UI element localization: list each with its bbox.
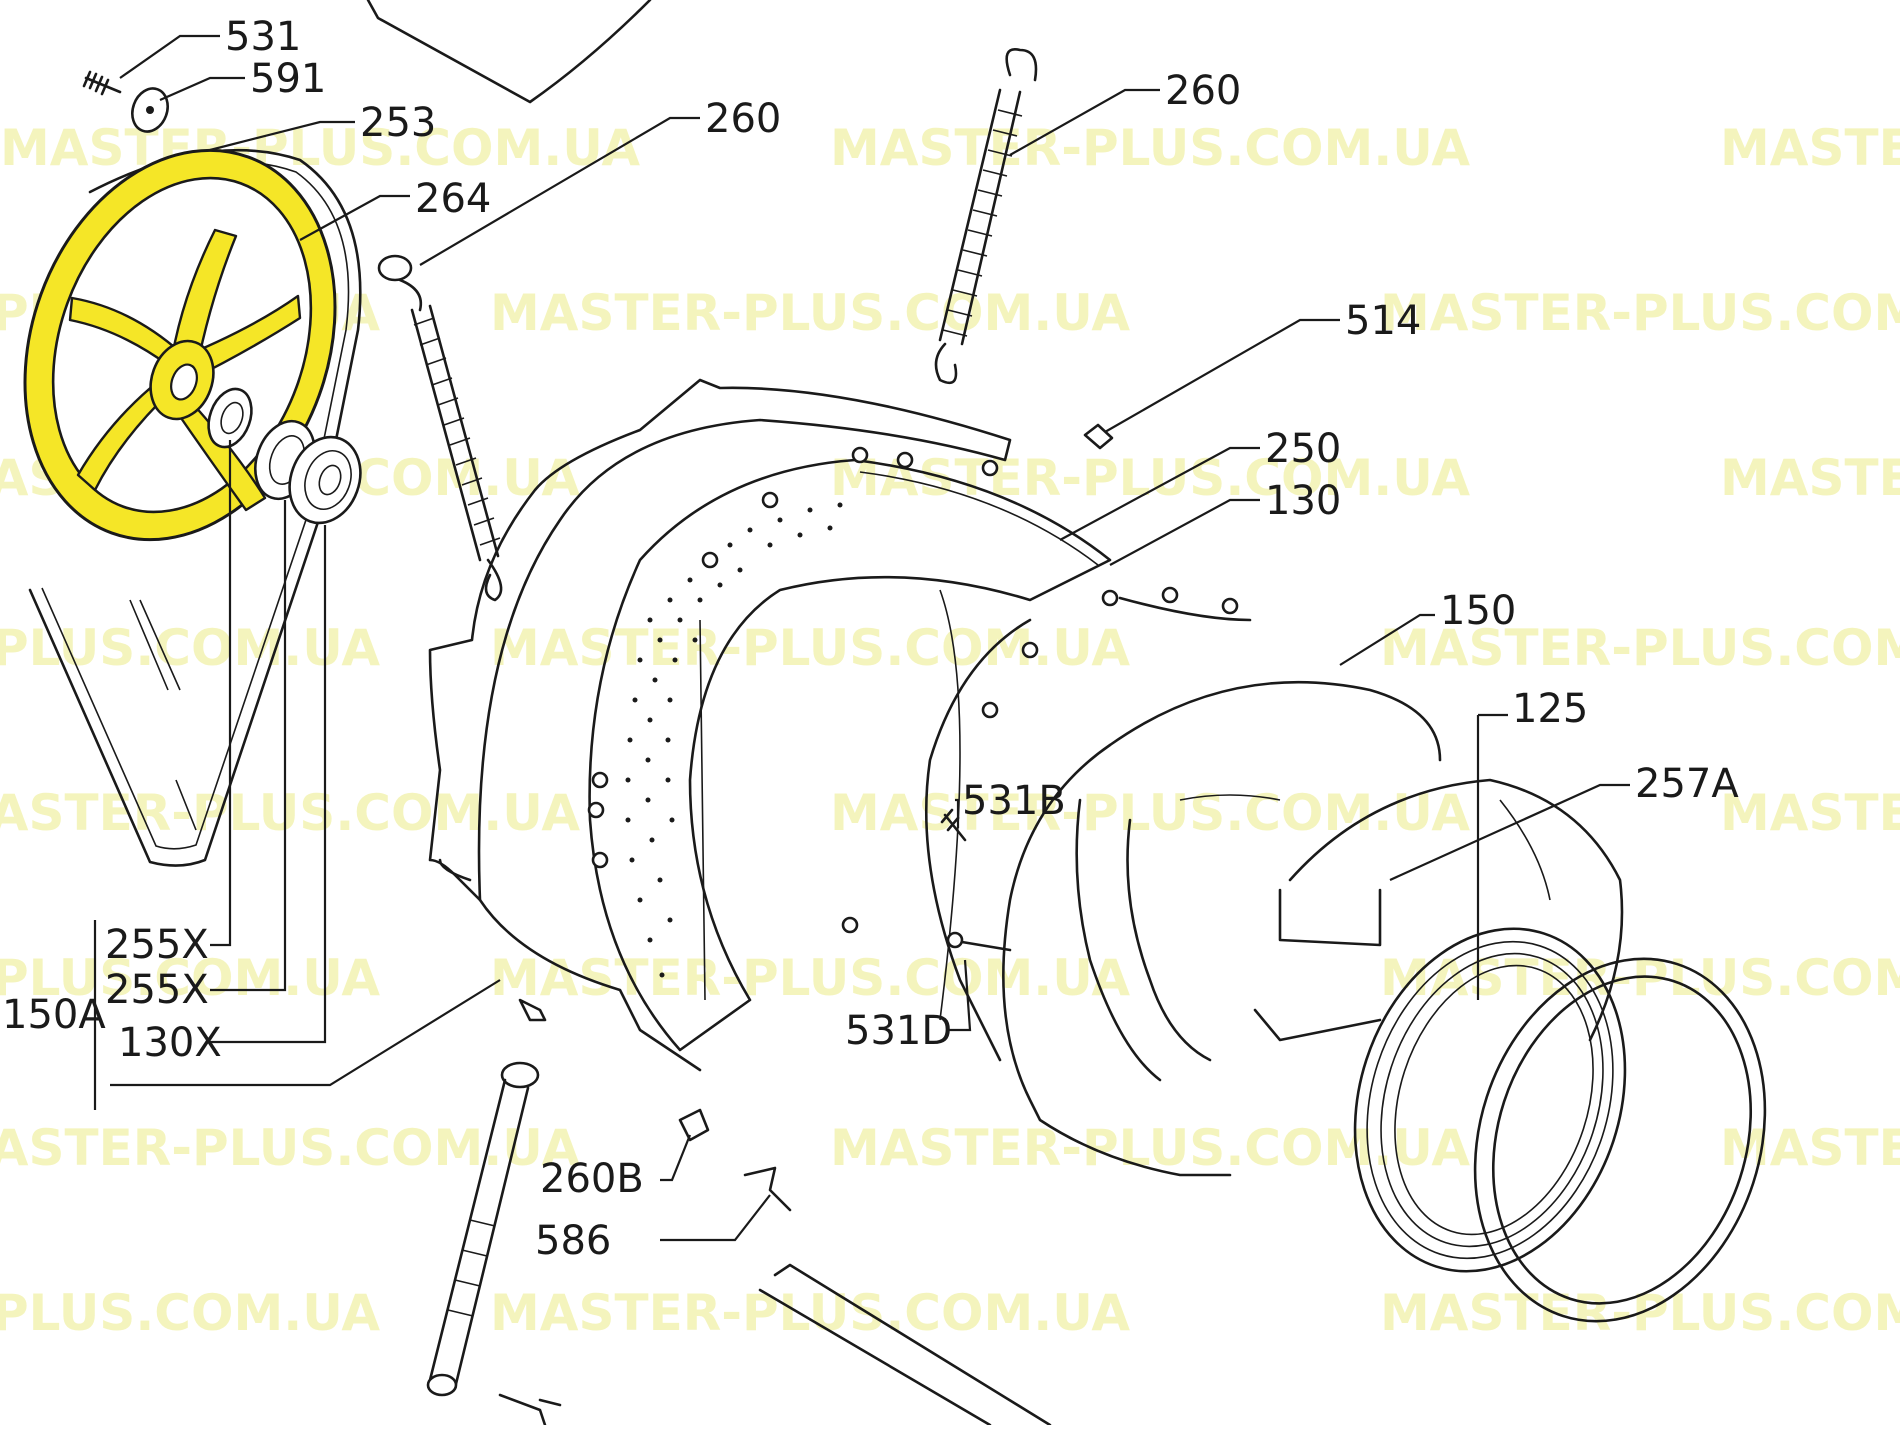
callout-253: 253: [360, 100, 436, 146]
watermark-text: MASTER-PLUS.COM.UA: [490, 1284, 1130, 1342]
callout-250: 250: [1265, 426, 1341, 472]
watermark-text: MASTER-PLUS.COM.UA: [1720, 784, 1900, 842]
callout-257a: 257A: [1635, 761, 1739, 807]
callout-514: 514: [1345, 298, 1421, 344]
bracket-586: [743, 1166, 792, 1212]
watermark-text: MASTER-PLUS.COM.UA: [0, 784, 580, 842]
seal-130x: [288, 435, 362, 525]
watermark-text: MASTER-PLUS.COM.UA: [0, 949, 380, 1007]
clip-514: [1083, 423, 1114, 450]
callout-586: 586: [535, 1218, 611, 1264]
outer-tub-rear: [428, 378, 1012, 1072]
leader-lines: [93, 34, 1630, 1242]
washer-591: [131, 87, 169, 133]
watermark-text: MASTER-PLUS.COM.UA: [490, 284, 1130, 342]
callout-260b: 260B: [540, 1156, 644, 1202]
clip-260b: [678, 1108, 710, 1142]
watermark-text: MASTER-PLUS.COM.UA: [0, 119, 640, 177]
bolt-531d: [946, 931, 1012, 952]
callout-150: 150: [1440, 588, 1516, 634]
callout-531: 531: [225, 14, 301, 60]
watermark-text: MASTER-PLUS.COM.UA: [490, 949, 1130, 1007]
callout-260: 260: [1165, 68, 1241, 114]
door-gasket-ring: [1473, 957, 1767, 1323]
watermark-text: MASTER-PLUS.COM.UA: [1720, 119, 1900, 177]
front-ring-125: [1353, 927, 1627, 1273]
callout-255x: 255X: [105, 922, 209, 968]
watermark-text: MASTER-PLUS.COM.UA: [0, 1284, 380, 1342]
front-shell-150: [1002, 680, 1442, 1177]
callout-130: 130: [1265, 478, 1341, 524]
callout-255x: 255X: [105, 967, 209, 1013]
pulley-253: [23, 148, 337, 542]
counterweight-257a: [1253, 778, 1624, 1042]
callout-531d: 531D: [845, 1008, 952, 1054]
callout-531b: 531B: [962, 778, 1066, 824]
shock-absorber: [426, 1061, 540, 1397]
spring-264: [377, 254, 503, 602]
drum-perforations: [625, 502, 843, 978]
callout-labels: 531 591 253 264 260 260 514 250 130 150 …: [2, 14, 1739, 1264]
lower-fitting: [498, 1393, 562, 1427]
lower-rail: [758, 1263, 1052, 1427]
tub-front-130: [587, 446, 1252, 1062]
callout-260: 260: [705, 96, 781, 142]
spring-260: [934, 48, 1038, 385]
screw-531: [82, 70, 122, 96]
callout-150a: 150A: [2, 992, 106, 1038]
watermark-text: MASTER-PLUS.COM.UA: [1380, 619, 1900, 677]
watermark-text: MASTER-PLUS.COM.UA: [1720, 449, 1900, 507]
watermark-text: MASTER-PLUS.COM.UA: [1380, 284, 1900, 342]
watermark-text: MASTER-PLUS.COM.UA: [830, 449, 1470, 507]
bearing-255x-inner: [207, 387, 253, 449]
watermark-text: MASTER-PLUS.COM.UA: [830, 119, 1470, 177]
bolt-531b: [940, 808, 967, 842]
watermark-text: MASTER-PLUS.COM.UA: [0, 619, 380, 677]
callout-130x: 130X: [118, 1020, 222, 1066]
callout-264: 264: [415, 176, 491, 222]
watermark-text: MASTER-PLUS.COM.UA: [830, 784, 1470, 842]
callout-125: 125: [1512, 686, 1588, 732]
callout-591: 591: [250, 56, 326, 102]
rim-bolts: [587, 446, 1239, 934]
top-housing: [366, 0, 652, 104]
